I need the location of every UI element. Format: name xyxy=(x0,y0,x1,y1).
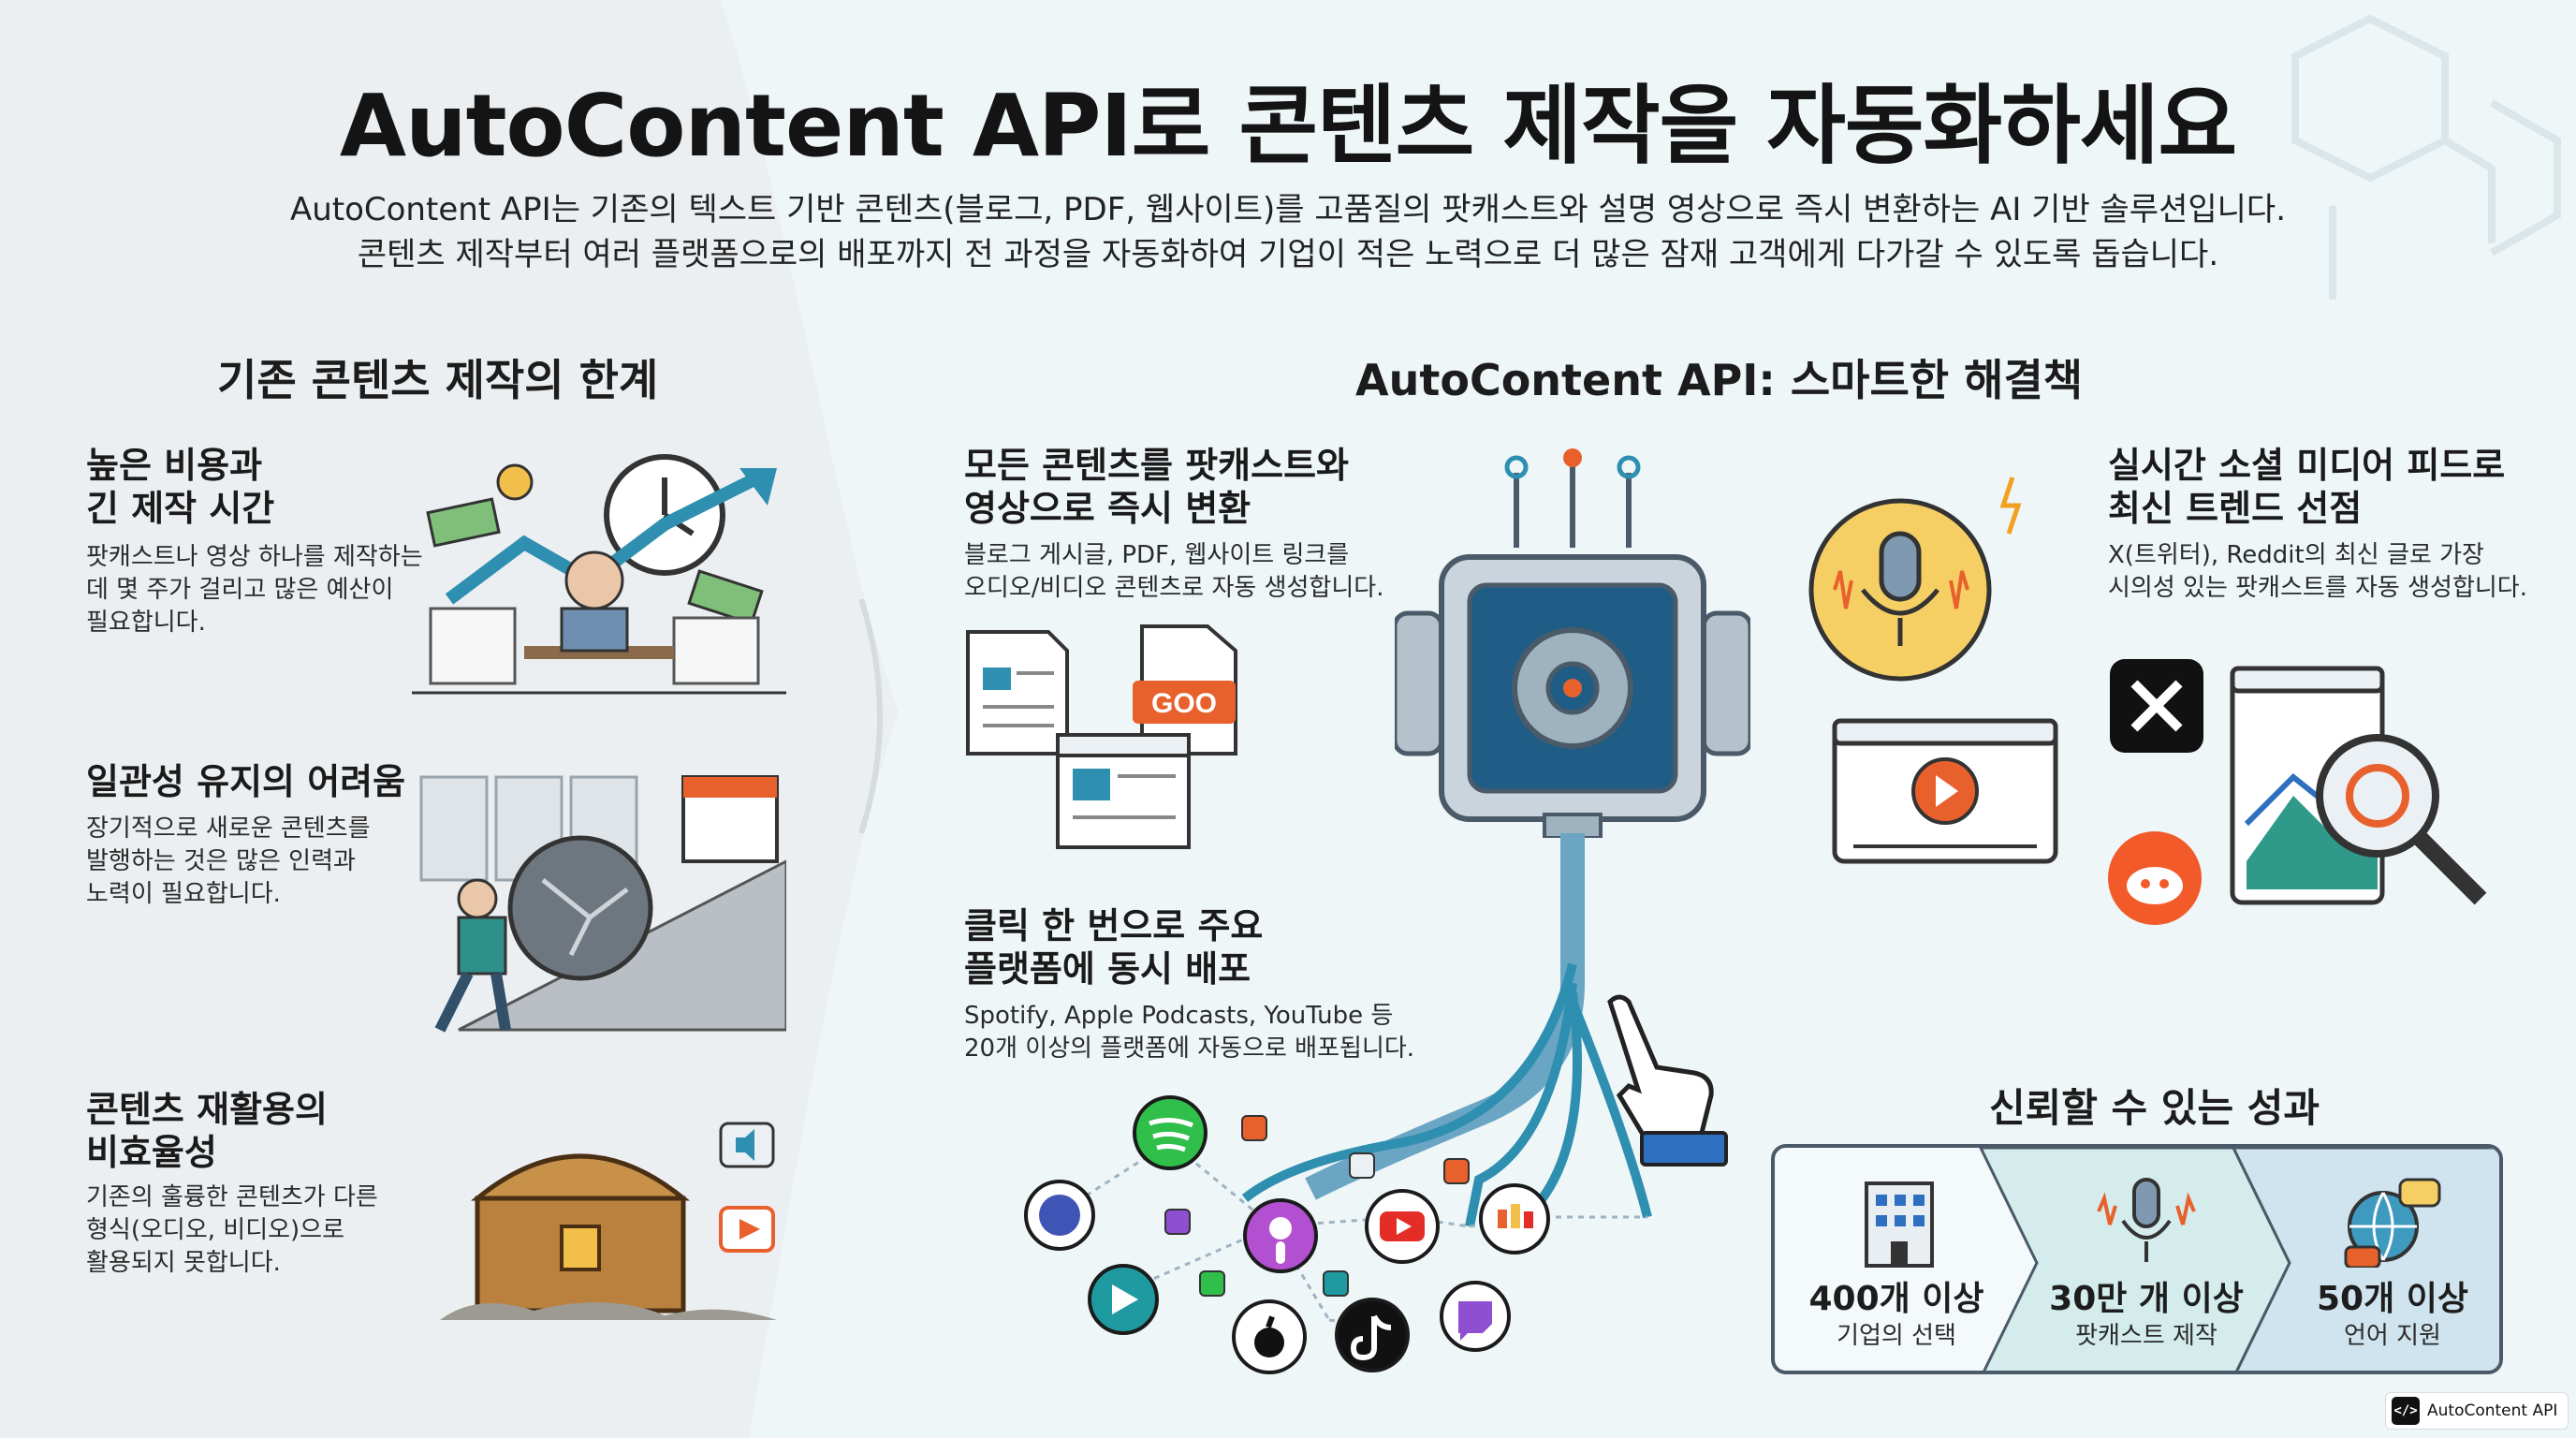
podcast-mic-video-icon xyxy=(1808,477,2058,864)
limitation-3-title: 콘텐츠 재활용의 비효율성 xyxy=(86,1088,328,1174)
limitation-2-desc: 장기적으로 새로운 콘텐츠를 발행하는 것은 많은 인력과 노력이 필요합니다. xyxy=(86,813,371,911)
result-podcasts-number: 30만 개 이상 xyxy=(2049,1280,2244,1318)
limitation-3-title-line-1: 콘텐츠 재활용의 xyxy=(86,1089,328,1130)
limitation-1-title: 높은 비용과 긴 제작 시간 xyxy=(86,444,274,530)
autocontent-api-badge[interactable]: </> AutoContent API xyxy=(2385,1392,2569,1430)
page-title: AutoContent API로 콘텐츠 제작을 자동화하세요 xyxy=(339,76,2237,176)
feature-3-title: 실시간 소셜 미디어 피드로 최신 트렌드 선점 xyxy=(2108,444,2505,530)
pointing-hand-icon xyxy=(1607,994,1728,1167)
small-node-icon xyxy=(1241,1115,1267,1141)
feature-3-title-line-1: 실시간 소셜 미디어 피드로 xyxy=(2108,445,2506,486)
google-podcasts-icon xyxy=(1024,1180,1095,1251)
subtitle-line-1: AutoContent API는 기존의 텍스트 기반 콘텐츠(블로그, PDF… xyxy=(289,191,2287,228)
feature-3-desc: X(트위터), Reddit의 최신 글로 가장 시의성 있는 팟캐스트를 자동… xyxy=(2108,539,2527,605)
small-node-icon xyxy=(1443,1158,1470,1184)
limitation-3-title-line-2: 비효율성 xyxy=(86,1132,217,1173)
spotify-icon xyxy=(1133,1095,1208,1170)
result-languages-label: 언어 지원 xyxy=(2344,1322,2441,1350)
feature-1-title-line-1: 모든 콘텐츠를 팟캐스트와 xyxy=(964,445,1350,486)
feature-3-desc-line-1: X(트위터), Reddit의 최신 글로 가장 xyxy=(2108,541,2484,569)
ai-processor-robot-icon xyxy=(1395,448,1750,838)
small-node-icon xyxy=(1199,1270,1225,1297)
limitation-3-desc-line-1: 기존의 훌륭한 콘텐츠가 다른 xyxy=(86,1183,378,1211)
feature-1-desc-line-1: 블로그 게시글, PDF, 웹사이트 링크를 xyxy=(964,541,1350,569)
feature-1-title-line-2: 영상으로 즉시 변환 xyxy=(964,488,1251,529)
page-subtitle: AutoContent API는 기존의 텍스트 기반 콘텐츠(블로그, PDF… xyxy=(187,187,2389,277)
result-companies: 400개 이상 기업의 선택 xyxy=(1775,1148,2018,1371)
feature-3-title-line-2: 최신 트렌드 선점 xyxy=(2108,488,2363,529)
circuit-pattern-decoration xyxy=(2291,14,2561,300)
google-podcasts-color-icon xyxy=(1479,1183,1550,1255)
result-languages-number: 50개 이상 xyxy=(2317,1280,2468,1318)
feature-1-title: 모든 콘텐츠를 팟캐스트와 영상으로 즉시 변환 xyxy=(964,444,1349,530)
right-section-heading: AutoContent API: 스마트한 해결책 xyxy=(1355,355,2084,405)
tiktok-icon xyxy=(1335,1298,1410,1372)
social-trends-icon xyxy=(2108,659,2487,925)
result-companies-label: 기업의 선택 xyxy=(1837,1322,1956,1350)
result-podcasts-label: 팟캐스트 제작 xyxy=(2075,1322,2217,1350)
feature-2-title: 클릭 한 번으로 주요 플랫폼에 동시 배포 xyxy=(964,904,1263,990)
section-divider-chevron xyxy=(858,599,883,833)
results-panel: 400개 이상 기업의 선택 30만 개 이상 팟캐스트 제작 50개 이상 언… xyxy=(1771,1144,2503,1374)
feature-3-desc-line-2: 시의성 있는 팟캐스트를 자동 생성합니다. xyxy=(2108,574,2527,602)
limitation-2-title-line-1: 일관성 유지의 어려움 xyxy=(86,761,406,802)
feature-1-desc: 블로그 게시글, PDF, 웹사이트 링크를 오디오/비디오 콘텐츠로 자동 생… xyxy=(964,539,1383,605)
feature-1-desc-line-2: 오디오/비디오 콘텐츠로 자동 생성합니다. xyxy=(964,574,1384,602)
feature-2-title-line-2: 플랫폼에 동시 배포 xyxy=(964,948,1251,990)
code-brackets-icon: </> xyxy=(2392,1397,2420,1425)
treasure-chest-icon xyxy=(440,1122,777,1320)
limitation-1-title-line-1: 높은 비용과 xyxy=(86,445,263,486)
limitation-1-title-line-2: 긴 제작 시간 xyxy=(86,488,275,529)
limitation-1-desc-line-2: 데 몇 주가 걸리고 많은 예산이 xyxy=(86,576,394,604)
dashlane-style-icon xyxy=(1088,1264,1159,1335)
globe-chat-icon xyxy=(2344,1178,2441,1268)
documents-icon: GOO xyxy=(966,624,1237,849)
stressed-worker-clock-money-icon xyxy=(412,454,786,695)
microphone-icon xyxy=(2097,1178,2196,1262)
result-languages: 50개 이상 언어 지원 xyxy=(2280,1148,2499,1371)
limitation-3-desc-line-2: 형식(오디오, 비디오)으로 xyxy=(86,1216,345,1244)
result-podcasts: 30만 개 이상 팟캐스트 제작 xyxy=(2020,1148,2273,1371)
small-node-icon xyxy=(1323,1270,1349,1297)
limitation-2-desc-line-2: 발행하는 것은 많은 인력과 xyxy=(86,847,356,875)
limitation-3-desc-line-3: 활용되지 못합니다. xyxy=(86,1249,281,1277)
feature-2-title-line-1: 클릭 한 번으로 주요 xyxy=(964,905,1264,946)
feature-2-desc-line-1: Spotify, Apple Podcasts, YouTube 등 xyxy=(964,1002,1394,1030)
limitation-1-desc-line-1: 팟캐스트나 영상 하나를 제작하는 xyxy=(86,543,423,571)
apple-icon xyxy=(1232,1299,1307,1374)
limitation-2-desc-line-3: 노력이 필요합니다. xyxy=(86,880,281,908)
subtitle-line-2: 콘텐츠 제작부터 여러 플랫폼으로의 배포까지 전 과정을 자동화하여 기업이 … xyxy=(357,236,2219,273)
apple-podcasts-icon xyxy=(1243,1198,1318,1273)
left-panel-background xyxy=(0,0,899,1438)
limitation-3-desc: 기존의 훌륭한 콘텐츠가 다른 형식(오디오, 비디오)으로 활용되지 못합니다… xyxy=(86,1181,378,1280)
badge-label: AutoContent API xyxy=(2427,1401,2558,1420)
youtube-icon xyxy=(1365,1189,1440,1264)
doc-tag-text: GOO xyxy=(1151,688,1217,719)
building-icon xyxy=(1865,1181,1934,1268)
feature-2-desc: Spotify, Apple Podcasts, YouTube 등 20개 이… xyxy=(964,1000,1414,1065)
boulder-push-calendar-icon xyxy=(419,775,786,1033)
twitch-icon xyxy=(1440,1281,1511,1352)
limitation-1-desc: 팟캐스트나 영상 하나를 제작하는 데 몇 주가 걸리고 많은 예산이 필요합니… xyxy=(86,541,423,639)
limitation-2-title: 일관성 유지의 어려움 xyxy=(86,760,405,803)
small-node-icon xyxy=(1349,1152,1375,1179)
result-companies-number: 400개 이상 xyxy=(1808,1280,1984,1318)
feature-2-desc-line-2: 20개 이상의 플랫폼에 자동으로 배포됩니다. xyxy=(964,1034,1415,1063)
limitation-2-desc-line-1: 장기적으로 새로운 콘텐츠를 xyxy=(86,814,371,843)
left-section-heading: 기존 콘텐츠 제작의 한계 xyxy=(217,355,659,405)
results-heading: 신뢰할 수 있는 성과 xyxy=(1989,1085,2320,1131)
platform-icons-group xyxy=(1024,1095,1550,1374)
limitation-1-desc-line-3: 필요합니다. xyxy=(86,609,206,637)
small-node-icon xyxy=(1164,1209,1191,1235)
